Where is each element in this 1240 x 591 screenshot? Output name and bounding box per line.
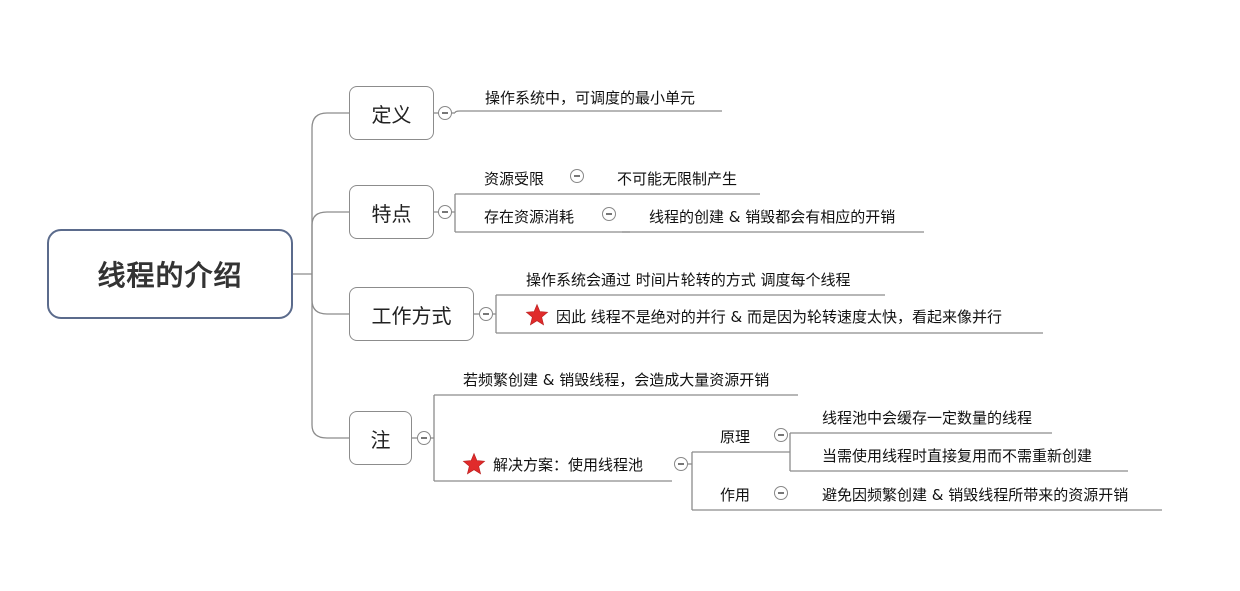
feature-label: 资源受限 (484, 170, 545, 188)
collapse-icon[interactable] (438, 106, 452, 120)
principle-label: 原理 (720, 428, 751, 446)
feature-label: 存在资源消耗 (484, 208, 575, 226)
branch-note-label: 注 (370, 427, 391, 452)
branch-definition-label: 定义 (371, 102, 412, 127)
feature-detail: 线程的创建 & 销毁都会有相应的开销 (649, 208, 896, 226)
branch-definition[interactable]: 定义 (349, 86, 434, 140)
star-icon (462, 452, 486, 475)
collapse-icon[interactable] (438, 205, 452, 219)
branch-note[interactable]: 注 (349, 411, 412, 465)
working-line1: 操作系统会通过 时间片轮转的方式 调度每个线程 (526, 271, 851, 289)
collapse-icon[interactable] (674, 457, 688, 471)
branch-working[interactable]: 工作方式 (349, 287, 474, 341)
definition-text: 操作系统中，可调度的最小单元 (485, 89, 696, 107)
feature-detail: 不可能无限制产生 (617, 170, 738, 188)
note-line1: 若频繁创建 & 销毁线程，会造成大量资源开销 (463, 371, 770, 389)
collapse-icon[interactable] (774, 486, 788, 500)
principle-item: 当需使用线程时直接复用而不需重新创建 (822, 447, 1093, 465)
collapse-icon[interactable] (774, 428, 788, 442)
collapse-icon[interactable] (479, 307, 493, 321)
branch-working-label: 工作方式 (371, 303, 452, 328)
star-icon (525, 303, 549, 326)
effect-text: 避免因频繁创建 & 销毁线程所带来的资源开销 (822, 486, 1129, 504)
branch-features[interactable]: 特点 (349, 185, 434, 239)
root-node[interactable]: 线程的介绍 (47, 229, 293, 319)
root-label: 线程的介绍 (97, 259, 243, 292)
collapse-icon[interactable] (602, 207, 616, 221)
working-line2: 因此 线程不是绝对的并行 & 而是因为轮转速度太快，看起来像并行 (556, 308, 1003, 326)
principle-item: 线程池中会缓存一定数量的线程 (822, 409, 1033, 427)
collapse-icon[interactable] (570, 169, 584, 183)
collapse-icon[interactable] (417, 431, 431, 445)
branch-features-label: 特点 (371, 201, 412, 226)
note-solution: 解决方案：使用线程池 (493, 456, 644, 474)
effect-label: 作用 (720, 486, 751, 504)
